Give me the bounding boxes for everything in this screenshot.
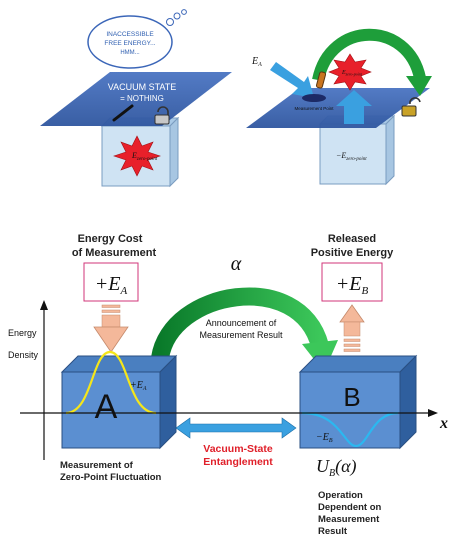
ea-label: EA [251,56,262,68]
operation-caption-4: Result [318,526,348,537]
probe-stick [112,104,134,122]
padlock-icon [154,106,170,125]
thought-line-2: FREE ENERGY... [104,40,155,47]
y-axis-arrow [40,300,48,310]
x-axis-label: x [439,415,448,432]
box-a-letter: A [95,388,118,426]
released-heading-1: Released [328,233,376,245]
vacuum-plane [40,72,232,126]
ub-operator: UB(α) [316,456,357,479]
eb-density-curve [301,411,399,448]
y-axis-label-1: Energy [8,328,37,338]
operation-caption-3: Measurement [318,514,380,525]
box-side [385,114,395,186]
top-left-panel: INACCESSIBLE FREE ENERGY... HMM... Ezero… [40,9,232,188]
probe-cylinder [315,71,327,89]
thought-dot [166,18,174,26]
entanglement-arrow [175,417,297,439]
bottom-panel: Energy Cost of Measurement Released Posi… [8,233,448,537]
measurement-point [302,94,326,102]
padlock-open-icon [401,97,421,117]
thought-dot [181,9,187,15]
thought-line-1: INACCESSIBLE [106,31,154,38]
box-side [169,116,179,188]
announcement-arc [151,287,329,361]
box-b-top [298,355,418,373]
box-b-letter: B [343,382,360,412]
top-right-panel: −Ezero-point EA Ezero-point Measurement … [246,28,432,186]
energy-up-arrow [336,90,372,124]
released-heading-2: Positive Energy [311,247,394,259]
vacuum-plane [246,88,430,128]
measurement-caption-1: Measurement of [60,460,134,471]
zero-point-burst [328,53,372,91]
measurement-caption-2: Zero-Point Fluctuation [60,472,162,483]
box-b-energy: −EB [316,432,333,444]
box-a-energy: +EA [130,380,147,392]
x-axis-arrow [428,409,438,417]
alpha-label: α [231,253,242,275]
energy-cost-heading-1: Energy Cost [78,233,143,245]
box-energy-label: Ezero-point [131,151,158,162]
measurement-point-label: Measurement Point [294,106,334,111]
box-energy-label: −Ezero-point [336,151,367,162]
thought-line-3: HMM... [120,50,140,56]
announcement-line-1: Announcement of [206,318,277,328]
plus-eb-box [321,262,383,302]
plane-label-2: = NOTHING [120,94,164,103]
entanglement-line-2: Entanglement [203,456,273,468]
green-curve-arrow [312,28,426,82]
zero-point-burst [113,135,161,177]
box-b-side [399,354,417,450]
operation-caption-2: Dependent on [318,502,382,513]
plus-ea-box [83,262,139,302]
plus-ea-label: +EA [95,273,128,297]
box-a-front [61,371,161,449]
energy-cost-heading-2: of Measurement [72,247,157,259]
operation-caption-1: Operation [318,490,363,501]
green-arrow-head [406,76,432,96]
announcement-line-2: Measurement Result [199,330,283,340]
box-front [319,123,387,185]
energy-in-arrow [93,304,129,353]
ea-density-curve [65,350,157,415]
thought-dot [173,12,181,20]
box-a-side [159,354,177,450]
thought-bubble [87,15,173,69]
entanglement-line-1: Vacuum-State [203,443,273,455]
box-b-front [299,371,401,449]
energy-out-arrow [339,304,365,352]
burst-label: Ezero-point [341,70,363,77]
y-axis-label-2: Density [8,350,39,360]
plane-label-1: VACUUM STATE [108,82,177,92]
plus-eb-label: +EB [336,273,369,297]
ea-arrow [270,62,314,98]
